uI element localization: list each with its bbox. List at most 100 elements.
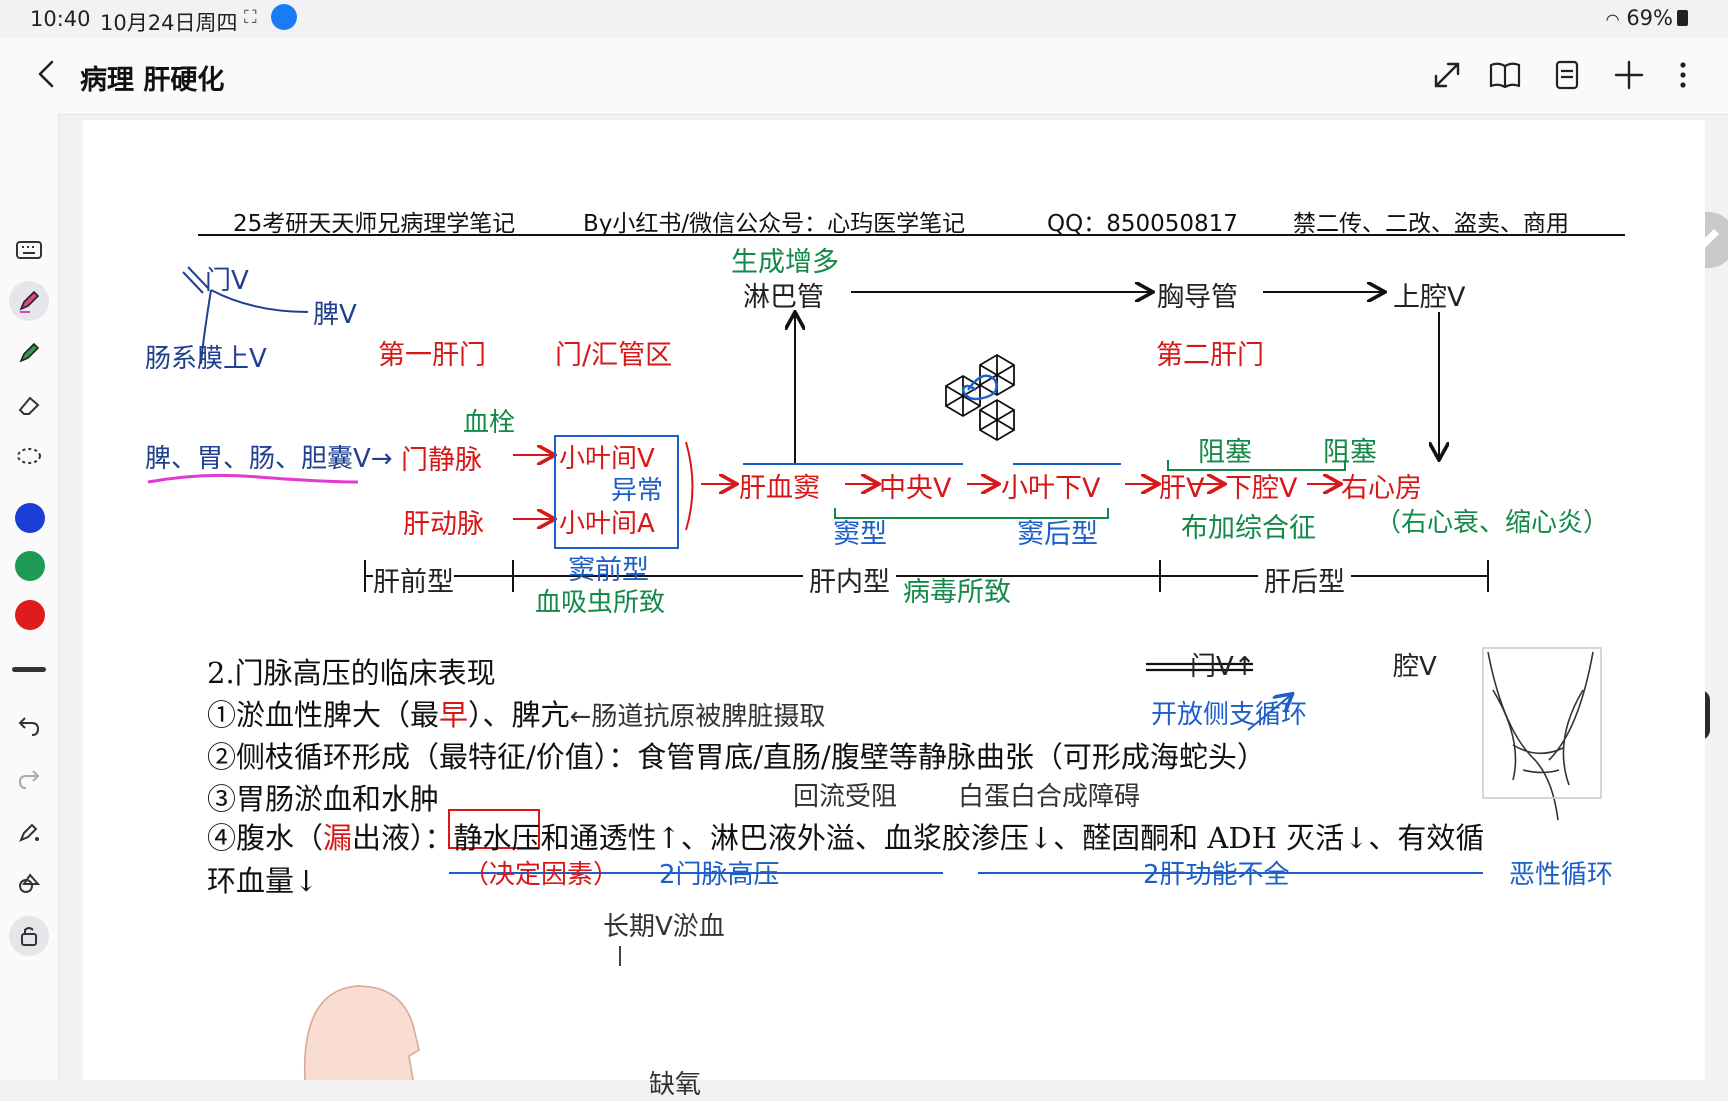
label-abnormal: 异常 — [611, 476, 664, 506]
note-line-3: ③胃肠淤血和水肿 — [207, 782, 440, 816]
header-qq: QQ：850050817 — [1047, 211, 1238, 237]
section-heading: 2.门脉高压的临床表现 — [207, 656, 496, 690]
navigation-bar: 病理 肝硬化 — [0, 38, 1728, 115]
color-green[interactable] — [15, 551, 45, 581]
annotation-long-congestion: 长期V淤血 — [603, 912, 725, 942]
label-prehepatic: 肝前型 — [373, 560, 454, 599]
label-organs: 脾、胃、肠、胆囊V→ — [145, 444, 393, 474]
book-view-icon[interactable] — [1486, 56, 1524, 94]
hepatic-lobule-sketch — [945, 353, 1015, 442]
label-portal-v: 门V — [205, 266, 249, 296]
label-presinusoidal: 窦前型 — [568, 555, 649, 586]
label-viral: 病毒所致 — [903, 577, 1011, 608]
keyboard-icon[interactable] — [9, 230, 49, 270]
note-line-2: ②侧枝循环形成（最特征/价值）：食管胃底/直肠/腹壁等静脉曲张（可形成海蛇头） — [207, 740, 1266, 774]
status-bar: 10:40 10月24日周四 ⛶ ◠ 69% — [0, 0, 1728, 38]
fullscreen-icon[interactable] — [1428, 56, 1466, 94]
label-central-v: 中央V — [879, 473, 952, 504]
label-lymphatic: 淋巴管 — [743, 282, 824, 313]
lasso-icon[interactable] — [9, 437, 49, 477]
note-line-4-c: 出液）： — [352, 821, 454, 855]
annotation-cava: 腔V — [1393, 652, 1437, 682]
label-posthepatic: 肝后型 — [1258, 560, 1351, 599]
battery-percent: 69% — [1626, 6, 1673, 30]
note-line-4-d: 静水压 — [453, 821, 541, 855]
note-line-1-c: ）、脾亢 — [468, 698, 570, 732]
status-date: 10月24日周四 — [100, 11, 238, 35]
annotation-backflow: 回流受阻 — [793, 782, 898, 812]
color-red[interactable] — [15, 600, 45, 630]
tool-rail — [0, 114, 59, 1080]
label-second-hilum: 第二肝门 — [1156, 340, 1264, 371]
more-icon[interactable] — [1664, 56, 1702, 94]
assistive-dot-icon[interactable] — [271, 4, 297, 30]
label-sinusoidal: 窦型 — [833, 519, 887, 550]
annotation-albumin: 白蛋白合成障碍 — [958, 782, 1141, 812]
add-icon[interactable] — [1610, 56, 1648, 94]
note-line-5: 环血量↓ — [207, 864, 319, 898]
label-schistosoma: 血吸虫所致 — [535, 588, 666, 618]
highlighter-icon[interactable] — [9, 333, 49, 373]
note-line-4-a: ④腹水（ — [207, 821, 324, 855]
diagram-lines — [147, 234, 1625, 1080]
outline-icon[interactable] — [1548, 56, 1586, 94]
header-author: By小红书/微信公众号：心玙医学笔记 — [583, 211, 966, 237]
annotation-hypoxia: 缺氧 — [649, 1070, 702, 1100]
note-line-1: ①淤血性脾大（最早）、脾亢←肠道抗原被脾脏摄取 — [207, 692, 825, 734]
note-line-1-a: ①淤血性脾大（最 — [207, 698, 440, 732]
status-time: 10:40 — [30, 7, 91, 31]
eraser-icon[interactable] — [9, 385, 49, 425]
label-increased-production: 生成增多 — [731, 247, 839, 278]
label-hepatic-v: 肝V — [1159, 473, 1205, 504]
page-title: 病理 肝硬化 — [80, 65, 225, 96]
annotation-liver-failure: 2肝功能不全 — [1143, 860, 1290, 890]
annotation-collateral: 开放侧支循环 — [1151, 700, 1308, 730]
label-ivc: 下腔V — [1225, 473, 1298, 504]
label-interlobular-v: 小叶间V — [559, 444, 655, 474]
label-portal-area: 门/汇管区 — [555, 340, 673, 371]
label-postsinusoidal: 窦后型 — [1017, 519, 1098, 550]
header-copyright: 禁二传、二改、盗卖、商用 — [1293, 211, 1569, 237]
label-first-hilum: 第一肝门 — [378, 340, 486, 371]
label-intrahepatic: 肝内型 — [803, 560, 896, 599]
screen-record-icon: ⛶ — [244, 7, 257, 28]
note-line-4: ④腹水（漏出液）：静水压和通透性↑、淋巴液外溢、血浆胶渗压↓、醛固酮和 ADH … — [207, 815, 1484, 857]
label-portal-vein: 门静脉 — [401, 445, 482, 476]
pen-icon[interactable] — [9, 281, 49, 321]
wifi-icon: ◠ — [1605, 10, 1620, 29]
label-interlobular-a: 小叶间A — [559, 509, 655, 539]
magic-pen-icon[interactable] — [9, 812, 49, 852]
color-blue[interactable] — [15, 503, 45, 533]
header-course: 25考研天天师兄病理学笔记 — [233, 211, 516, 237]
label-sinusoid: 肝血窦 — [739, 473, 820, 504]
note-page[interactable]: 25考研天天师兄病理学笔记 By小红书/微信公众号：心玙医学笔记 QQ：8500… — [83, 120, 1705, 1100]
label-heart-failure: （右心衰、缩心炎） — [1375, 508, 1610, 538]
label-sup-mesenteric-v: 肠系膜上V — [145, 344, 267, 374]
note-line-1-d: ←肠道抗原被脾脏摄取 — [569, 702, 826, 732]
label-thoracic-duct: 胸导管 — [1157, 282, 1238, 313]
label-obstruction-1: 阻塞 — [1198, 437, 1252, 468]
label-thrombus: 血栓 — [463, 408, 516, 438]
label-obstruction-2: 阻塞 — [1323, 437, 1377, 468]
label-svc: 上腔V — [1393, 282, 1466, 313]
note-line-4-b: 漏 — [323, 821, 353, 855]
note-line-1-b: 早 — [439, 698, 469, 732]
label-right-atrium: 右心房 — [1341, 473, 1422, 504]
caput-medusae-sketch — [1482, 647, 1602, 821]
redo-icon[interactable] — [9, 759, 49, 799]
stroke-width-indicator[interactable] — [12, 667, 46, 672]
label-sublobular-v: 小叶下V — [1001, 473, 1101, 504]
lock-icon[interactable] — [9, 916, 49, 956]
battery-icon — [1677, 10, 1688, 26]
status-right: ◠ 69% — [1606, 6, 1688, 30]
back-button[interactable] — [30, 54, 66, 94]
shapes-icon[interactable] — [9, 864, 49, 904]
note-line-4-e: 和通透性↑、淋巴液外溢、血浆胶渗压↓、醛固酮和 ADH 灭活↓、有效循 — [540, 821, 1485, 855]
undo-icon[interactable] — [9, 706, 49, 746]
label-hepatic-artery: 肝动脉 — [403, 509, 484, 540]
annotation-decisive: （决定因素） — [463, 860, 620, 890]
annotation-vicious-cycle: 恶性循环 — [1509, 860, 1614, 890]
label-budd-chiari: 布加综合征 — [1181, 513, 1316, 544]
label-splenic-v: 脾V — [313, 300, 357, 330]
annotation-portal-ht: 2门脉高压 — [659, 860, 780, 890]
